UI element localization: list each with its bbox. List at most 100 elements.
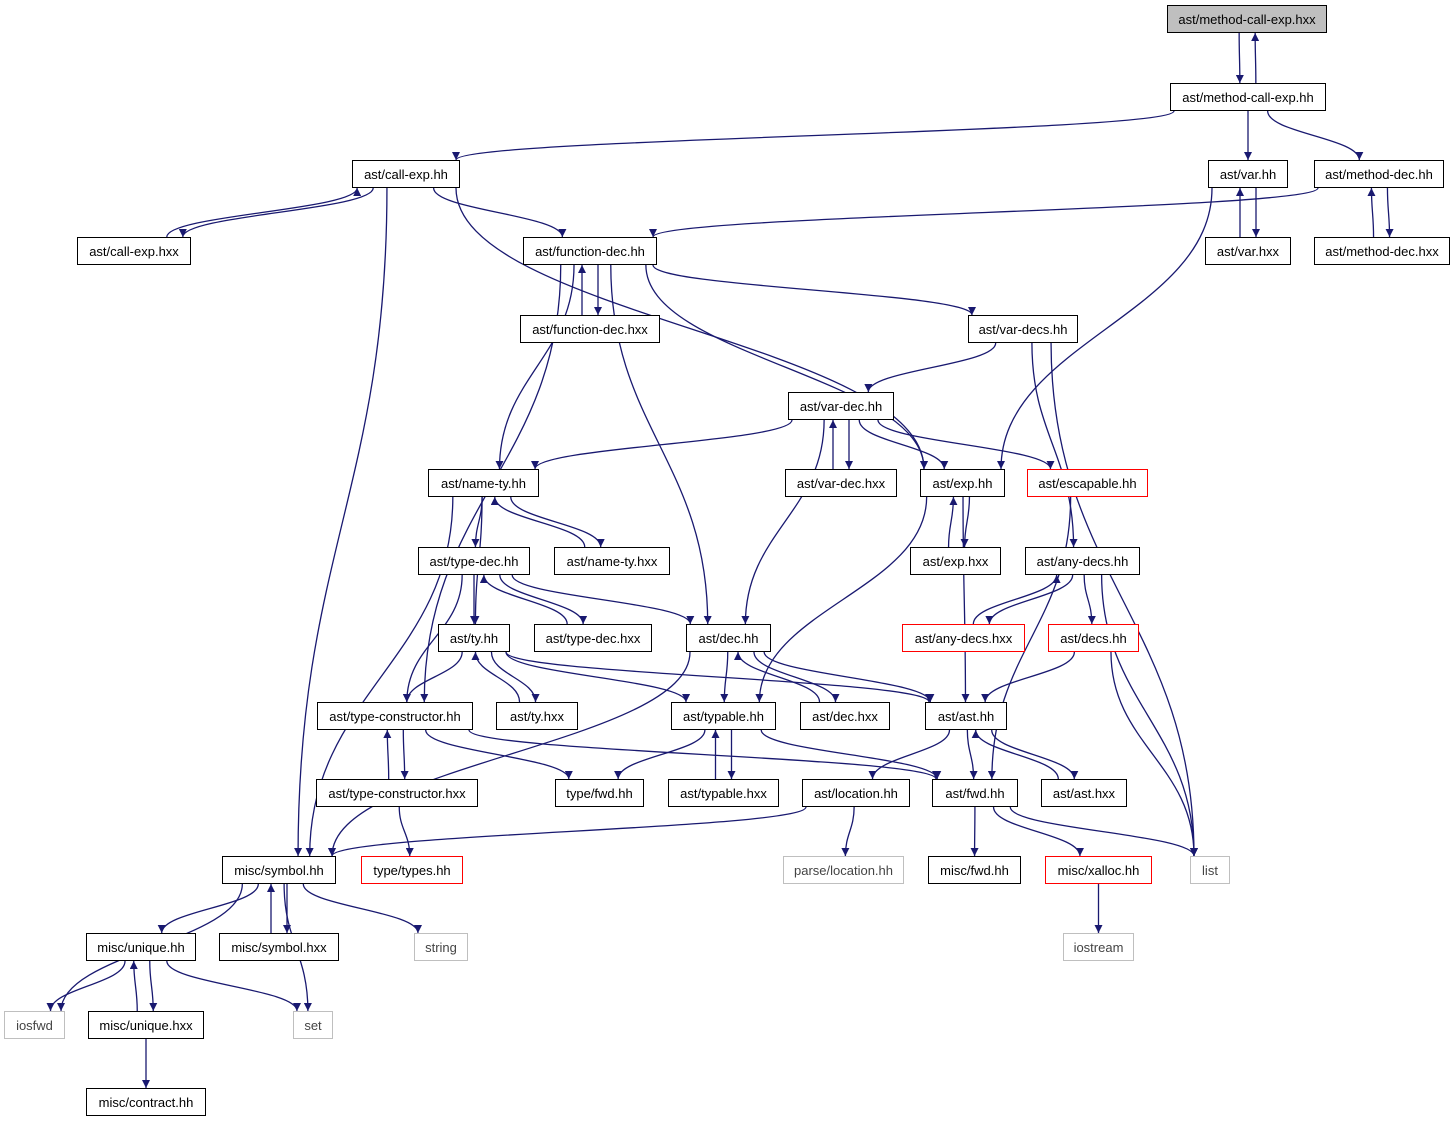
edge-var-hh-to-exp-hh (997, 187, 1213, 470)
edge-typable-hh-to-astfwd-hh (760, 729, 942, 780)
node-namety-hh[interactable]: ast/name-ty.hh (428, 469, 539, 497)
node-ty-hxx[interactable]: ast/ty.hxx (496, 702, 578, 730)
edge-vardec-hh-to-escapable-hh (877, 419, 1055, 470)
edge-mce-hh-to-callexp-hh (452, 110, 1175, 161)
node-symbol-hxx[interactable]: misc/symbol.hxx (219, 933, 339, 961)
edge-vardecs-hh-to-anydecs-hh (1031, 342, 1078, 548)
edge-fdec-hh-to-namety-hh (495, 264, 575, 470)
edge-ty-hh-to-typable-hh (505, 651, 691, 703)
node-anydecs-hxx[interactable]: ast/any-decs.hxx (902, 624, 1025, 652)
edge-tycons-hxx-to-tycons-hh (383, 729, 392, 780)
node-fdec-hh[interactable]: ast/function-dec.hh (523, 237, 657, 265)
edge-vardecs-hh-to-vardec-hh (864, 342, 997, 393)
edge-callexp-hh-to-exp-hh (455, 187, 928, 470)
node-location-hh[interactable]: ast/location.hh (802, 779, 910, 807)
node-callexp-hxx[interactable]: ast/call-exp.hxx (77, 237, 191, 265)
node-typedec-hh[interactable]: ast/type-dec.hh (418, 547, 530, 575)
edge-dec-hh-to-ast-hh (763, 651, 935, 703)
edge-callexp-hh-to-callexp-hxx (178, 187, 374, 238)
edge-dec-hxx-to-dec-hh (734, 651, 821, 703)
edge-exp-hh-to-ast-hh (961, 496, 970, 703)
node-iostream: iostream (1063, 933, 1134, 961)
node-ty-hh[interactable]: ast/ty.hh (438, 624, 510, 652)
node-xalloc-hh[interactable]: misc/xalloc.hh (1045, 856, 1152, 884)
edge-root-to-mce-hh (1235, 32, 1244, 84)
edge-mce-hh-to-mdec-hh (1267, 110, 1364, 161)
node-anydecs-hh[interactable]: ast/any-decs.hh (1025, 547, 1140, 575)
edge-unique-hh-to-set (166, 960, 301, 1012)
edge-callexp-hxx-to-callexp-hh (166, 187, 362, 238)
edge-namety-hh-to-namety-hxx (510, 496, 605, 548)
node-typable-hh[interactable]: ast/typable.hh (671, 702, 776, 730)
edge-callexp-hh-to-symbol-hh (294, 187, 388, 857)
edge-unique-hh-to-iosfwd (46, 960, 126, 1012)
node-dec-hxx[interactable]: ast/dec.hxx (800, 702, 890, 730)
edge-tycons-hh-to-astfwd-hh (468, 729, 940, 780)
node-iosfwd: iosfwd (4, 1011, 65, 1039)
edge-vardec-hh-to-exp-hh (858, 419, 949, 470)
node-tycons-hh[interactable]: ast/type-constructor.hh (317, 702, 473, 730)
edge-tycons-hxx-to-types-hh (398, 806, 414, 857)
node-vardec-hxx[interactable]: ast/var-dec.hxx (785, 469, 897, 497)
edge-typedec-hh-to-tycons-hh (402, 574, 463, 703)
node-unique-hxx[interactable]: misc/unique.hxx (88, 1011, 204, 1039)
node-exp-hxx[interactable]: ast/exp.hxx (910, 547, 1001, 575)
node-namety-hxx[interactable]: ast/name-ty.hxx (554, 547, 670, 575)
edge-astfwd-hh-to-list (1009, 806, 1198, 857)
edge-ast-hh-to-location-hh (868, 729, 951, 780)
node-miscfwd-hh[interactable]: misc/fwd.hh (928, 856, 1021, 884)
node-ast-hxx[interactable]: ast/ast.hxx (1041, 779, 1127, 807)
edge-dec-hh-to-typable-hh (720, 651, 729, 703)
node-var-hh[interactable]: ast/var.hh (1208, 160, 1288, 188)
edge-fdec-hh-to-vardecs-hh (652, 264, 976, 316)
edge-ast-hh-to-astfwd-hh (966, 729, 978, 780)
node-vardec-hh[interactable]: ast/var-dec.hh (788, 392, 894, 420)
edge-mdec-hxx-to-mdec-hh (1367, 187, 1376, 238)
node-root[interactable]: ast/method-call-exp.hxx (1167, 5, 1327, 33)
node-callexp-hh[interactable]: ast/call-exp.hh (352, 160, 460, 188)
node-tycons-hxx[interactable]: ast/type-constructor.hxx (316, 779, 478, 807)
edge-ast-hxx-to-ast-hh (971, 729, 1059, 780)
node-plocation-hh: parse/location.hh (783, 856, 904, 884)
node-decs-hh[interactable]: ast/decs.hh (1048, 624, 1139, 652)
node-typefwd-hh[interactable]: type/fwd.hh (555, 779, 644, 807)
node-contract-hh[interactable]: misc/contract.hh (86, 1088, 206, 1116)
node-exp-hh[interactable]: ast/exp.hh (920, 469, 1005, 497)
edge-ty-hh-to-tycons-hh (402, 651, 463, 703)
node-astfwd-hh[interactable]: ast/fwd.hh (932, 779, 1018, 807)
edge-location-hh-to-symbol-hh (328, 806, 807, 857)
edge-typedec-hh-to-dec-hh (511, 574, 695, 625)
node-dec-hh[interactable]: ast/dec.hh (686, 624, 771, 652)
node-typable-hxx[interactable]: ast/typable.hxx (668, 779, 779, 807)
edge-exp-hh-to-exp-hxx (960, 496, 971, 548)
edge-anydecs-hh-to-decs-hh (1083, 574, 1096, 625)
edge-anydecs-hh-to-list (1100, 574, 1198, 857)
node-fdec-hxx[interactable]: ast/function-dec.hxx (520, 315, 660, 343)
node-var-hxx[interactable]: ast/var.hxx (1205, 237, 1291, 265)
node-unique-hh[interactable]: misc/unique.hh (86, 933, 196, 961)
edge-symbol-hh-to-string (302, 883, 422, 934)
node-symbol-hh[interactable]: misc/symbol.hh (222, 856, 336, 884)
node-ast-hh[interactable]: ast/ast.hh (925, 702, 1007, 730)
edge-tycons-hh-to-tycons-hxx (400, 729, 409, 780)
edge-typable-hh-to-typefwd-hh (614, 729, 706, 780)
edge-ty-hh-to-ty-hxx (490, 651, 540, 703)
node-set: set (293, 1011, 333, 1039)
node-typedec-hxx[interactable]: ast/type-dec.hxx (534, 624, 652, 652)
edge-anydecs-hxx-to-anydecs-hh (972, 574, 1061, 625)
node-vardecs-hh[interactable]: ast/var-decs.hh (968, 315, 1078, 343)
edge-typedec-hxx-to-typedec-hh (479, 574, 568, 625)
node-types-hh[interactable]: type/types.hh (361, 856, 463, 884)
edge-ast-hh-to-ast-hxx (991, 729, 1079, 780)
edge-callexp-hh-to-fdec-hh (432, 187, 567, 238)
node-mce-hh[interactable]: ast/method-call-exp.hh (1170, 83, 1326, 111)
node-escapable-hh[interactable]: ast/escapable.hh (1027, 469, 1148, 497)
edge-dec-hh-to-dec-hxx (753, 651, 840, 703)
node-list: list (1190, 856, 1230, 884)
edge-ty-hh-to-ast-hh (505, 651, 933, 703)
node-mdec-hxx[interactable]: ast/method-dec.hxx (1314, 237, 1450, 265)
edge-vardec-hh-to-namety-hh (531, 419, 793, 470)
edge-typedec-hh-to-typedec-hxx (499, 574, 588, 625)
node-mdec-hh[interactable]: ast/method-dec.hh (1314, 160, 1444, 188)
